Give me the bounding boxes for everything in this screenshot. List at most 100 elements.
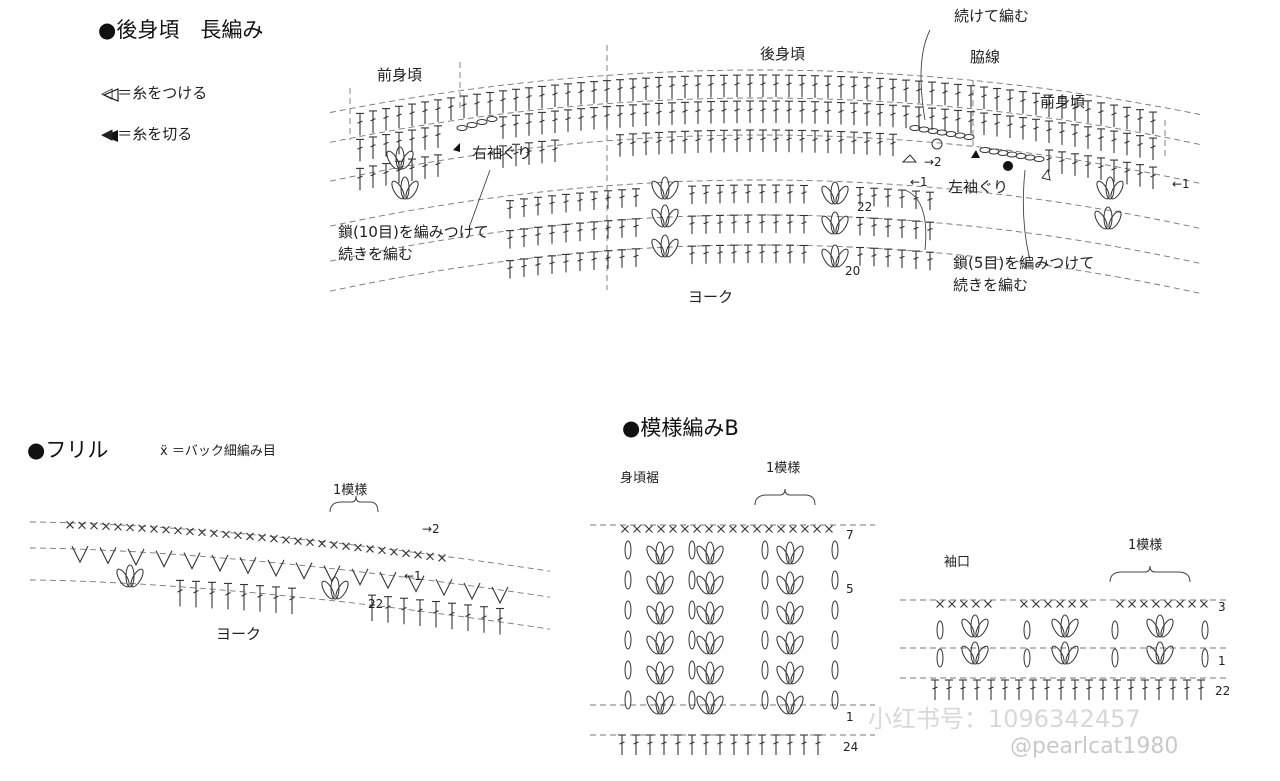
post-stitch-symbol bbox=[688, 540, 696, 560]
post-stitch-symbol bbox=[688, 690, 696, 710]
double-crochet-symbol bbox=[506, 260, 514, 279]
double-crochet-symbol bbox=[384, 596, 392, 623]
double-crochet-symbol bbox=[967, 85, 975, 108]
double-crochet-symbol bbox=[902, 79, 910, 103]
shell-cluster-symbol bbox=[821, 181, 849, 205]
fan-stitch-symbol bbox=[491, 586, 509, 605]
double-crochet-symbol bbox=[912, 220, 920, 240]
post-stitch-symbol bbox=[761, 600, 769, 620]
fan-stitch-symbol bbox=[211, 554, 229, 573]
double-crochet-symbol bbox=[850, 76, 858, 100]
double-crochet-symbol bbox=[416, 599, 424, 626]
leader-line bbox=[920, 29, 931, 121]
double-crochet-symbol bbox=[863, 103, 871, 126]
shell-cluster-symbol bbox=[776, 601, 804, 625]
post-stitch-symbol bbox=[688, 570, 696, 590]
single-crochet-symbol bbox=[162, 525, 170, 534]
double-crochet-symbol bbox=[1183, 679, 1191, 700]
double-crochet-symbol bbox=[694, 130, 702, 153]
double-crochet-symbol bbox=[512, 88, 520, 112]
double-crochet-symbol bbox=[356, 138, 364, 162]
double-crochet-symbol bbox=[192, 580, 200, 608]
double-crochet-symbol bbox=[642, 132, 650, 156]
hem-row-5: 5 bbox=[846, 582, 854, 596]
single-crochet-symbol bbox=[777, 525, 785, 533]
double-crochet-symbol bbox=[902, 105, 910, 129]
double-crochet-symbol bbox=[758, 734, 766, 755]
double-crochet-symbol bbox=[1029, 679, 1037, 700]
double-crochet-symbol bbox=[1071, 679, 1079, 700]
double-crochet-symbol bbox=[744, 734, 752, 755]
double-crochet-symbol bbox=[603, 106, 611, 129]
single-crochet-symbol bbox=[414, 550, 422, 559]
double-crochet-symbol bbox=[759, 100, 767, 124]
single-crochet-symbol bbox=[390, 547, 398, 556]
double-crochet-symbol bbox=[785, 100, 793, 124]
double-crochet-symbol bbox=[534, 256, 542, 276]
single-crochet-symbol bbox=[90, 521, 98, 530]
fan-stitch-symbol bbox=[183, 552, 201, 570]
double-crochet-symbol bbox=[824, 101, 832, 125]
single-crochet-symbol bbox=[765, 525, 773, 533]
double-crochet-symbol bbox=[945, 679, 953, 700]
back-body-title: ●後身頃 長編み bbox=[98, 18, 264, 42]
single-crochet-symbol bbox=[198, 528, 206, 537]
fan-stitch-symbol bbox=[239, 557, 257, 575]
double-crochet-symbol bbox=[772, 214, 780, 234]
legend-cut-yarn: ◀ ＝糸を切る bbox=[101, 125, 193, 143]
double-crochet-symbol bbox=[720, 100, 728, 124]
double-crochet-symbol bbox=[1149, 111, 1157, 135]
cut-yarn-marker bbox=[453, 143, 460, 152]
legend-attach-symbol bbox=[102, 88, 119, 102]
legend-attach-yarn: ◁ ＝糸をつける bbox=[101, 84, 208, 102]
double-crochet-symbol bbox=[655, 76, 663, 100]
shell-cluster-symbol bbox=[961, 641, 989, 665]
double-crochet-symbol bbox=[520, 258, 528, 277]
single-crochet-symbol bbox=[1152, 600, 1160, 608]
double-crochet-symbol bbox=[564, 83, 572, 106]
double-crochet-symbol bbox=[464, 604, 472, 631]
double-crochet-symbol bbox=[688, 734, 696, 755]
double-crochet-symbol bbox=[772, 734, 780, 755]
label-side-line: 脇線 bbox=[970, 48, 1001, 66]
single-crochet-symbol bbox=[294, 537, 302, 545]
double-crochet-symbol bbox=[733, 129, 741, 153]
double-crochet-symbol bbox=[369, 136, 377, 159]
double-crochet-symbol bbox=[688, 215, 696, 235]
double-crochet-symbol bbox=[520, 198, 528, 217]
double-crochet-symbol bbox=[758, 184, 766, 204]
double-crochet-symbol bbox=[863, 77, 871, 100]
post-stitch-symbol bbox=[624, 690, 632, 710]
label-yoke-frill: ヨーク bbox=[216, 625, 262, 643]
shell-cluster-symbol bbox=[391, 176, 419, 200]
leader-line bbox=[904, 189, 927, 251]
double-crochet-symbol bbox=[884, 218, 892, 238]
double-crochet-symbol bbox=[702, 185, 710, 204]
double-crochet-symbol bbox=[551, 110, 559, 134]
double-crochet-symbol bbox=[473, 93, 481, 117]
double-crochet-symbol bbox=[1071, 153, 1079, 176]
double-crochet-symbol bbox=[707, 130, 715, 153]
leader-line bbox=[469, 169, 491, 226]
double-crochet-symbol bbox=[850, 102, 858, 126]
post-stitch-symbol bbox=[761, 630, 769, 650]
frill-row-guide bbox=[29, 521, 551, 572]
cuff-chart bbox=[900, 565, 1230, 700]
shell-cluster-symbol bbox=[696, 571, 724, 595]
double-crochet-symbol bbox=[395, 131, 403, 155]
double-crochet-symbol bbox=[1123, 106, 1131, 130]
double-crochet-symbol bbox=[616, 134, 624, 157]
double-crochet-symbol bbox=[660, 734, 668, 755]
double-crochet-symbol bbox=[800, 244, 808, 264]
double-crochet-symbol bbox=[898, 249, 906, 269]
note-chain10-line2: 続きを編む bbox=[338, 245, 414, 263]
double-crochet-symbol bbox=[1006, 115, 1014, 138]
double-crochet-symbol bbox=[954, 109, 962, 133]
double-crochet-symbol bbox=[688, 245, 696, 265]
single-crochet-symbol bbox=[789, 525, 797, 533]
double-crochet-symbol bbox=[1099, 679, 1107, 700]
double-crochet-symbol bbox=[798, 129, 806, 153]
shell-cluster-symbol bbox=[321, 576, 349, 600]
label-left-armhole: 左袖ぐり bbox=[948, 178, 1009, 196]
